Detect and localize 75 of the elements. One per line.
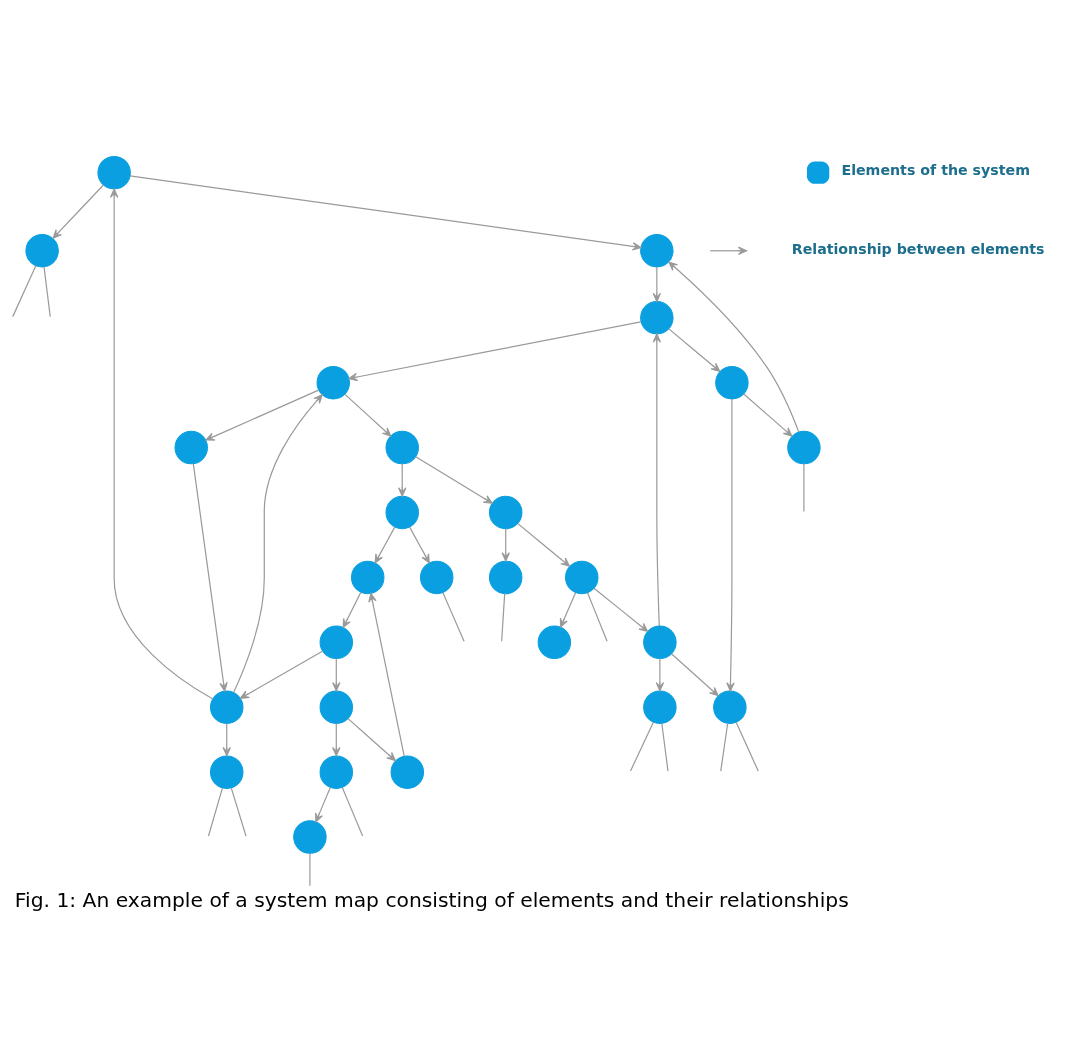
connector xyxy=(803,463,805,512)
connector xyxy=(12,265,37,318)
node-circle xyxy=(210,690,244,724)
node-circle xyxy=(390,755,425,789)
node-circle xyxy=(351,560,385,595)
node-circle xyxy=(319,690,354,724)
arrow xyxy=(239,650,324,699)
legend-label: Relationship between elements xyxy=(791,240,1045,257)
arrow xyxy=(129,175,642,251)
arrow xyxy=(655,657,665,692)
node-circle xyxy=(488,560,523,595)
node-circle xyxy=(316,365,350,400)
node-circle xyxy=(640,301,674,335)
arrow xyxy=(668,328,721,372)
node-circle xyxy=(97,155,131,190)
node-circle xyxy=(293,820,327,854)
node-circle xyxy=(713,690,747,724)
connector xyxy=(720,722,729,772)
connector xyxy=(341,786,364,837)
connector xyxy=(309,852,311,887)
arrow xyxy=(315,786,331,823)
arrow xyxy=(415,456,493,504)
arrow xyxy=(109,188,214,700)
connector xyxy=(629,721,654,772)
arrow xyxy=(344,393,392,437)
connector xyxy=(586,592,608,642)
arrow xyxy=(726,398,735,692)
arrow xyxy=(374,526,396,564)
arrow xyxy=(668,261,800,433)
node-circle xyxy=(385,495,419,530)
node-circle xyxy=(715,365,749,400)
arrow xyxy=(670,653,719,697)
arrow xyxy=(52,184,104,239)
arrow xyxy=(233,394,323,694)
arrow xyxy=(332,657,341,692)
arrow xyxy=(743,393,793,437)
arrow xyxy=(501,528,510,562)
arrow xyxy=(347,718,396,762)
arrow xyxy=(332,722,341,757)
arrow xyxy=(409,526,430,564)
arrow xyxy=(368,592,405,757)
arrow xyxy=(559,592,577,628)
node-circle xyxy=(640,234,674,268)
arrow xyxy=(652,333,662,627)
node-circle xyxy=(787,430,821,465)
arrow xyxy=(342,591,362,628)
connector xyxy=(661,722,669,772)
node-circle xyxy=(643,625,677,660)
node-circle xyxy=(319,625,354,660)
node-circle xyxy=(420,560,454,595)
connector xyxy=(735,721,759,772)
caption: Fig. 1: An example of a system map consisting of elements and their relationships xyxy=(14,887,849,912)
arrow xyxy=(205,389,320,441)
arrow xyxy=(652,266,662,303)
node-circle xyxy=(488,495,523,530)
legend-label: Elements of the system xyxy=(841,162,1030,179)
node-circle xyxy=(25,234,59,268)
node-circle xyxy=(565,560,599,595)
arrow xyxy=(593,587,649,632)
node-circle xyxy=(385,430,419,465)
connector xyxy=(501,593,506,642)
node-circle xyxy=(319,755,354,789)
arrow xyxy=(348,321,642,382)
connector xyxy=(230,787,247,837)
node-circle xyxy=(643,690,677,724)
arrow xyxy=(222,722,231,757)
node-circle xyxy=(537,625,572,660)
arrow xyxy=(517,523,570,567)
arrow xyxy=(397,463,407,497)
connector xyxy=(207,787,223,837)
arrow xyxy=(192,463,228,692)
connector xyxy=(43,266,51,318)
connector xyxy=(442,592,465,642)
node-circle xyxy=(210,755,244,789)
node-circle xyxy=(174,430,208,465)
